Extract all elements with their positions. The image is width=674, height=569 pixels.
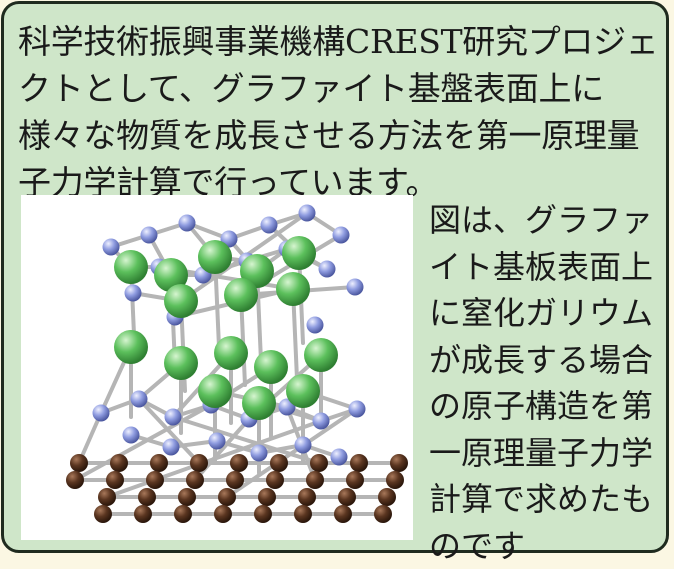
nitrogen-atom [162, 438, 180, 456]
nitrogen-atom [250, 444, 268, 462]
carbon-atom [98, 488, 116, 506]
bond [77, 411, 103, 465]
carbon-atom [294, 505, 312, 523]
gallium-atom [286, 374, 320, 408]
carbon-atom [334, 505, 352, 523]
carbon-atom [378, 488, 396, 506]
carbon-atom [70, 454, 88, 472]
gallium-atom [254, 350, 288, 384]
bond [225, 407, 359, 499]
gallium-atom [164, 346, 198, 380]
bond [171, 415, 321, 465]
carbon-atom [310, 454, 328, 472]
gallium-atom [164, 284, 198, 318]
nitrogen-atom [122, 426, 140, 444]
carbon-atom [226, 471, 244, 489]
carbon-atom [338, 488, 356, 506]
gallium-atom [114, 330, 148, 364]
gallium-atom [214, 336, 248, 370]
gallium-atom [242, 386, 276, 420]
carbon-atom [110, 454, 128, 472]
gallium-atom [276, 272, 310, 306]
gallium-atom [304, 338, 338, 372]
nitrogen-atom [140, 226, 158, 244]
bond [73, 403, 213, 482]
nitrogen-atom [306, 316, 324, 334]
carbon-atom [306, 471, 324, 489]
nitrogen-atom [298, 204, 316, 222]
nitrogen-atom [348, 400, 366, 418]
carbon-atom [390, 454, 408, 472]
nitrogen-atom [208, 432, 226, 450]
carbon-atom [174, 505, 192, 523]
carbon-atom [218, 488, 236, 506]
nitrogen-atom [178, 214, 196, 232]
atoms [66, 204, 408, 523]
carbon-atom [214, 505, 232, 523]
nitrogen-atom [318, 260, 336, 278]
nitrogen-atom [124, 284, 142, 302]
carbon-atom [138, 488, 156, 506]
nitrogen-atom [330, 448, 348, 466]
carbon-atom [94, 505, 112, 523]
bond [105, 419, 323, 499]
nitrogen-atom [130, 390, 148, 408]
nitrogen-atom [312, 412, 330, 430]
carbon-atom [254, 505, 272, 523]
carbon-atom [178, 488, 196, 506]
carbon-atom [258, 488, 276, 506]
gallium-atom [198, 240, 232, 274]
carbon-atom [150, 454, 168, 472]
intro-text: 科学技術振興事業機構CREST研究プロジェクトとして、グラファイト基盤表面上に様… [18, 22, 659, 202]
carbon-atom [134, 505, 152, 523]
figure [21, 195, 413, 540]
gan-on-graphite-structure-image [66, 204, 408, 523]
carbon-atom [350, 454, 368, 472]
carbon-atom [190, 454, 208, 472]
carbon-atom [266, 471, 284, 489]
carbon-atom [374, 505, 392, 523]
gallium-atom [224, 278, 258, 312]
nitrogen-atom [260, 216, 278, 234]
carbon-atom [66, 471, 84, 489]
nitrogen-atom [294, 436, 312, 454]
gallium-atom [198, 374, 232, 408]
gallium-atom [154, 258, 188, 292]
gallium-atom [240, 254, 274, 288]
nitrogen-atom [332, 226, 350, 244]
figure-caption: 図は、グラファイト基板表面上に窒化ガリウムが成長する場合の原子構造を第一原理量子… [429, 201, 654, 565]
carbon-atom [346, 471, 364, 489]
nitrogen-atom [92, 404, 110, 422]
nitrogen-atom [164, 408, 182, 426]
carbon-atom [146, 471, 164, 489]
nitrogen-atom [346, 278, 364, 296]
bond [137, 397, 201, 465]
gallium-atom [282, 236, 316, 270]
carbon-atom [298, 488, 316, 506]
carbon-atom [386, 471, 404, 489]
nitrogen-atom [102, 238, 120, 256]
carbon-atom [186, 471, 204, 489]
carbon-atom [230, 454, 248, 472]
carbon-atom [270, 454, 288, 472]
carbon-atom [106, 471, 124, 489]
gallium-atom [114, 250, 148, 284]
